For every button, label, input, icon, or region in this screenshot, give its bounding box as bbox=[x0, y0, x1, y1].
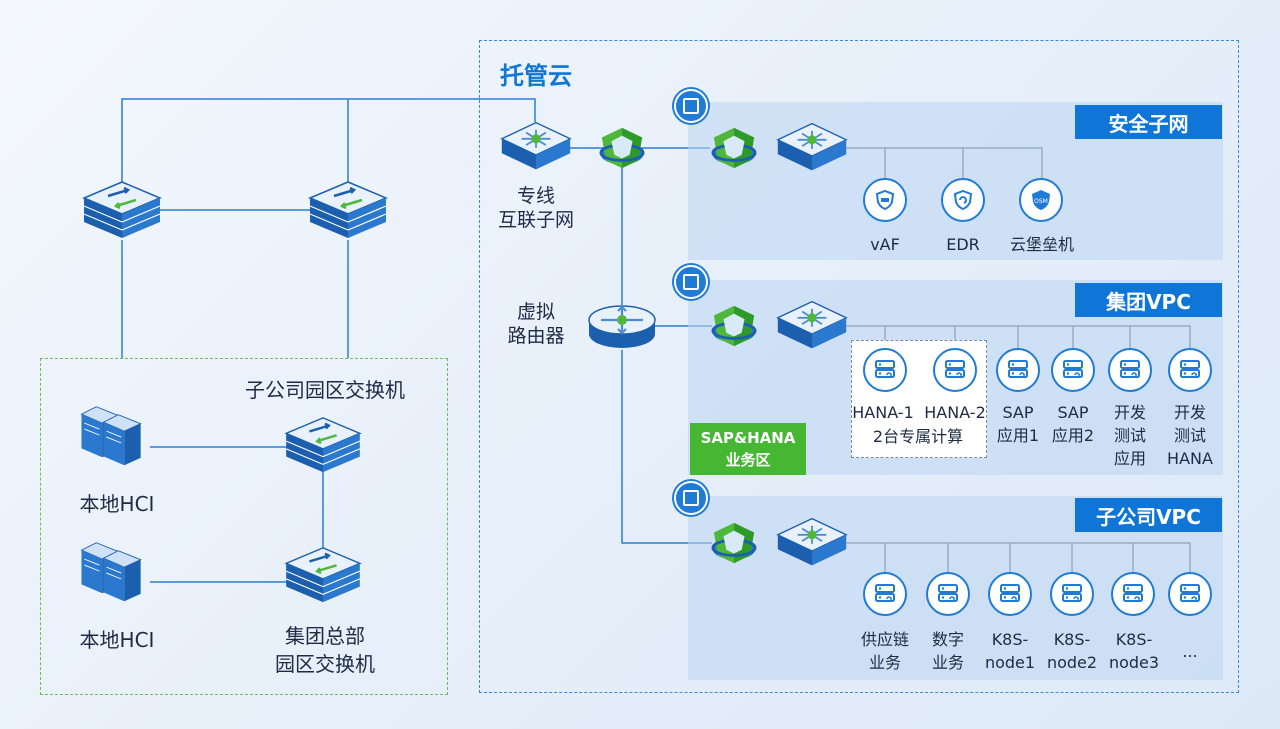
hci-server-icon bbox=[102, 410, 154, 476]
branch-campus-zone bbox=[40, 358, 448, 695]
server-node-icon bbox=[1050, 572, 1094, 616]
managed-cloud-zone bbox=[479, 40, 1239, 693]
server-node-icon bbox=[1168, 348, 1212, 392]
node-label: ... bbox=[1182, 642, 1198, 661]
node-label: 云堡垒机 bbox=[1009, 235, 1074, 254]
subnet-switch-icon bbox=[776, 516, 848, 568]
node-label: 数字业务 bbox=[931, 630, 964, 672]
group-vpc-title: 集团VPC bbox=[1075, 283, 1222, 317]
vpc-badge-icon bbox=[674, 481, 708, 515]
node-label: 开发测试应用 bbox=[1113, 403, 1146, 468]
branch-switch-title: 子公司园区交换机 bbox=[245, 378, 405, 402]
svg-text:OSM: OSM bbox=[1034, 198, 1048, 205]
server-node-icon bbox=[1051, 348, 1095, 392]
vpc-badge-icon bbox=[674, 265, 708, 299]
node-label: HANA-2 bbox=[924, 403, 986, 422]
server-node-icon bbox=[863, 572, 907, 616]
virtual-router-icon bbox=[587, 298, 657, 354]
sap-group-caption: 2台专属计算 bbox=[872, 427, 964, 446]
core-switch-icon bbox=[308, 178, 388, 242]
subnet-switch-icon bbox=[776, 299, 848, 351]
hq-switch-icon bbox=[284, 544, 362, 606]
firewall-shield-icon bbox=[598, 126, 646, 170]
node-label: K8S-node2 bbox=[1046, 630, 1098, 672]
node-label: EDR bbox=[946, 235, 980, 254]
subnet-switch-icon bbox=[776, 121, 848, 173]
firewall-shield-icon bbox=[710, 126, 758, 170]
server-node-icon bbox=[933, 348, 977, 392]
node-label: K8S-node1 bbox=[984, 630, 1036, 672]
node-label: K8S-node3 bbox=[1108, 630, 1160, 672]
edr-shield-icon bbox=[941, 178, 985, 222]
branch-switch-icon bbox=[284, 414, 362, 476]
vaf-firewall-icon bbox=[863, 178, 907, 222]
sub-vpc-title: 子公司VPC bbox=[1075, 498, 1222, 532]
server-node-icon bbox=[1168, 572, 1212, 616]
security-subnet-title: 安全子网 bbox=[1075, 105, 1222, 139]
server-node-icon bbox=[863, 348, 907, 392]
virtual-router-label: 虚拟路由器 bbox=[507, 301, 565, 347]
hci-label: 本地HCI bbox=[79, 628, 155, 652]
hci-label: 本地HCI bbox=[79, 492, 155, 516]
hq-switch-label: 集团总部园区交换机 bbox=[275, 624, 375, 676]
server-node-icon bbox=[1108, 348, 1152, 392]
firewall-shield-icon bbox=[710, 304, 758, 348]
cloud-title: 托管云 bbox=[500, 62, 572, 90]
server-node-icon bbox=[996, 348, 1040, 392]
vpc-badge-icon bbox=[674, 89, 708, 123]
bastion-host-icon: OSM bbox=[1019, 178, 1063, 222]
node-label: vAF bbox=[870, 235, 900, 254]
server-node-icon bbox=[926, 572, 970, 616]
dedicated-line-label: 专线互联子网 bbox=[497, 185, 574, 231]
core-switch-icon bbox=[82, 178, 162, 242]
dedicated-line-switch-icon bbox=[500, 120, 572, 172]
firewall-shield-icon bbox=[710, 521, 758, 565]
node-label: HANA-1 bbox=[852, 403, 914, 422]
server-node-icon bbox=[1111, 572, 1155, 616]
hci-server-icon bbox=[102, 546, 154, 612]
node-label: 供应链业务 bbox=[860, 630, 909, 672]
server-node-icon bbox=[988, 572, 1032, 616]
